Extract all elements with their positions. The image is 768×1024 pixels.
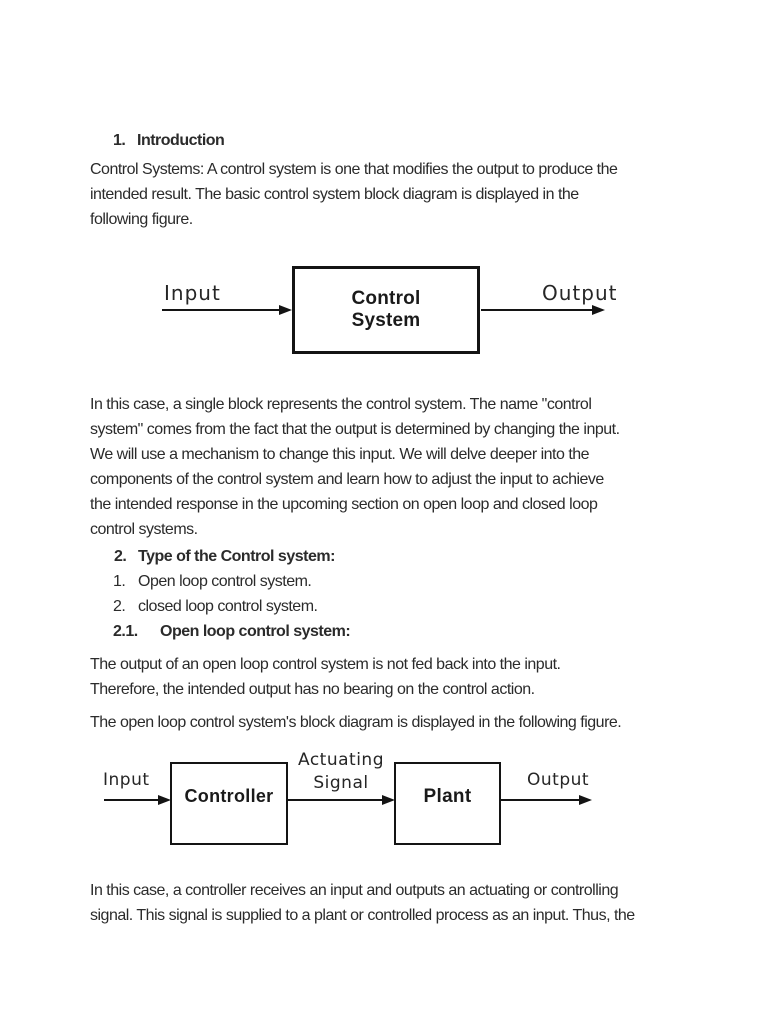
list-item-label: Open loop control system. — [138, 573, 312, 590]
paragraph-open-loop-description: The output of an open loop control syste… — [90, 656, 561, 698]
list-item-number: 2. — [113, 598, 126, 615]
intro-heading-label: Introduction — [137, 132, 225, 149]
diagram1-output-label: Output — [542, 281, 618, 305]
diagram1-output-arrow-line — [481, 309, 592, 311]
paragraph-control-systems: Control Systems: A control system is one… — [90, 161, 618, 228]
list-item-number: 1. — [113, 573, 126, 590]
control-system-block-label: Control System — [351, 288, 421, 331]
controller-block-label: Controller — [184, 786, 274, 806]
diagram2-input-arrow-line — [104, 799, 158, 801]
list-item-label: closed loop control system. — [138, 598, 318, 615]
diagram1-input-label: Input — [164, 281, 221, 305]
diagram1-input-arrow-line — [162, 309, 279, 311]
plant-block-label: Plant — [423, 785, 472, 807]
diagram2-output-label: Output — [527, 770, 590, 790]
types-heading: 2. Type of the Control system: — [114, 544, 335, 569]
control-system-block: Control System — [292, 266, 480, 354]
diagram2-input-arrow-head — [158, 794, 171, 805]
diagram1-input-arrow-head — [279, 304, 292, 315]
open-loop-heading-number: 2.1. — [113, 623, 138, 640]
diagram2-actuating-arrow-line — [288, 799, 382, 801]
intro-heading: 1. Introduction — [113, 128, 225, 153]
controller-block: Controller — [170, 762, 288, 845]
list-item-closed-loop: 2. closed loop control system. — [113, 594, 318, 619]
paragraph-single-block: In this case, a single block represents … — [90, 396, 620, 538]
paragraph-controller-description: In this case, a controller receives an i… — [90, 882, 635, 924]
list-item-open-loop: 1. Open loop control system. — [113, 569, 312, 594]
open-loop-heading: 2.1. Open loop control system: — [113, 619, 351, 644]
open-loop-heading-label: Open loop control system: — [160, 623, 351, 640]
diagram2-actuating-arrow-head — [382, 794, 395, 805]
types-heading-number: 2. — [114, 548, 127, 565]
diagram2-output-arrow-line — [501, 799, 579, 801]
paragraph-open-loop-figure: The open loop control system's block dia… — [90, 714, 622, 731]
diagram1-output-arrow-head — [592, 304, 605, 315]
actuating-signal-label: Actuating Signal — [298, 750, 384, 793]
types-heading-label: Type of the Control system: — [138, 548, 335, 565]
diagram2-output-arrow-head — [579, 794, 592, 805]
plant-block: Plant — [394, 762, 501, 845]
intro-heading-number: 1. — [113, 132, 126, 149]
diagram2-input-label: Input — [103, 770, 150, 790]
